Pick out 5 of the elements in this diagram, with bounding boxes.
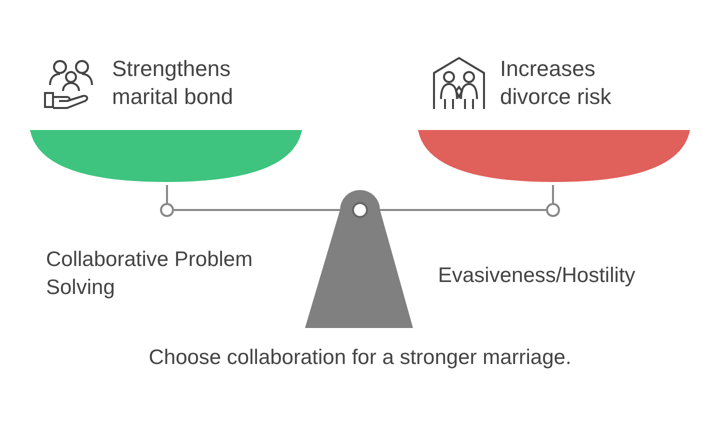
outcome-text: Increases divorce risk [500,55,612,111]
outcome-text: Strengthens marital bond [112,55,234,111]
option-label: Collaborative Problem Solving [46,247,254,301]
caption: Choose collaboration for a stronger marriage. [148,345,572,371]
option-label: Evasiveness/Hostility [438,263,636,289]
